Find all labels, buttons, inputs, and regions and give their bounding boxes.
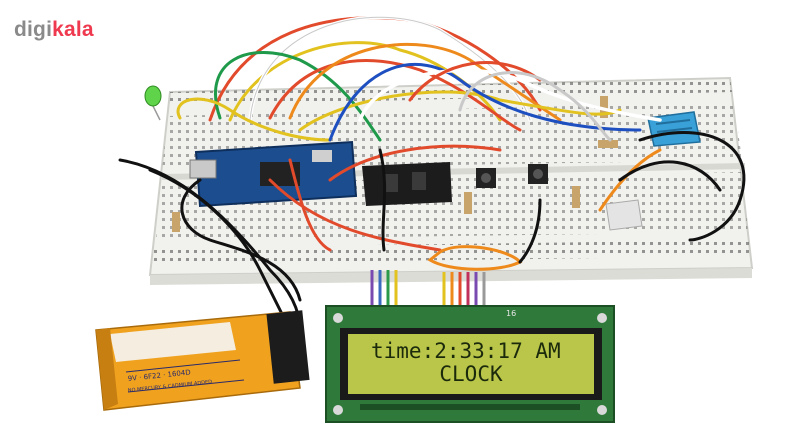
resistors [172,96,618,232]
battery-9v: 9V · 6F22 · 1604D NO MERCURY & CADMIUM A… [95,310,310,411]
push-button-1 [476,168,496,188]
brand-logo: digikala [14,18,94,42]
lcd-line-1: time:2:33:17 AM [371,339,561,363]
dht-sensor [647,111,701,147]
potentiometer [362,162,452,206]
lcd-screen [348,334,594,394]
green-led [144,85,162,121]
jumper-wires [118,15,746,332]
lcd-module: time:2:33:17 AM CLOCK 16 [325,305,615,423]
arduino-nano [189,140,358,208]
white-regulator [605,199,643,231]
lcd-line-2: CLOCK [439,362,503,386]
brand-logo-part1: digi [14,18,53,41]
lcd-ribbon [370,270,486,310]
push-button-2 [528,164,548,184]
brand-logo-part2: kala [52,18,94,41]
lcd-pin-label: 16 [506,309,516,318]
